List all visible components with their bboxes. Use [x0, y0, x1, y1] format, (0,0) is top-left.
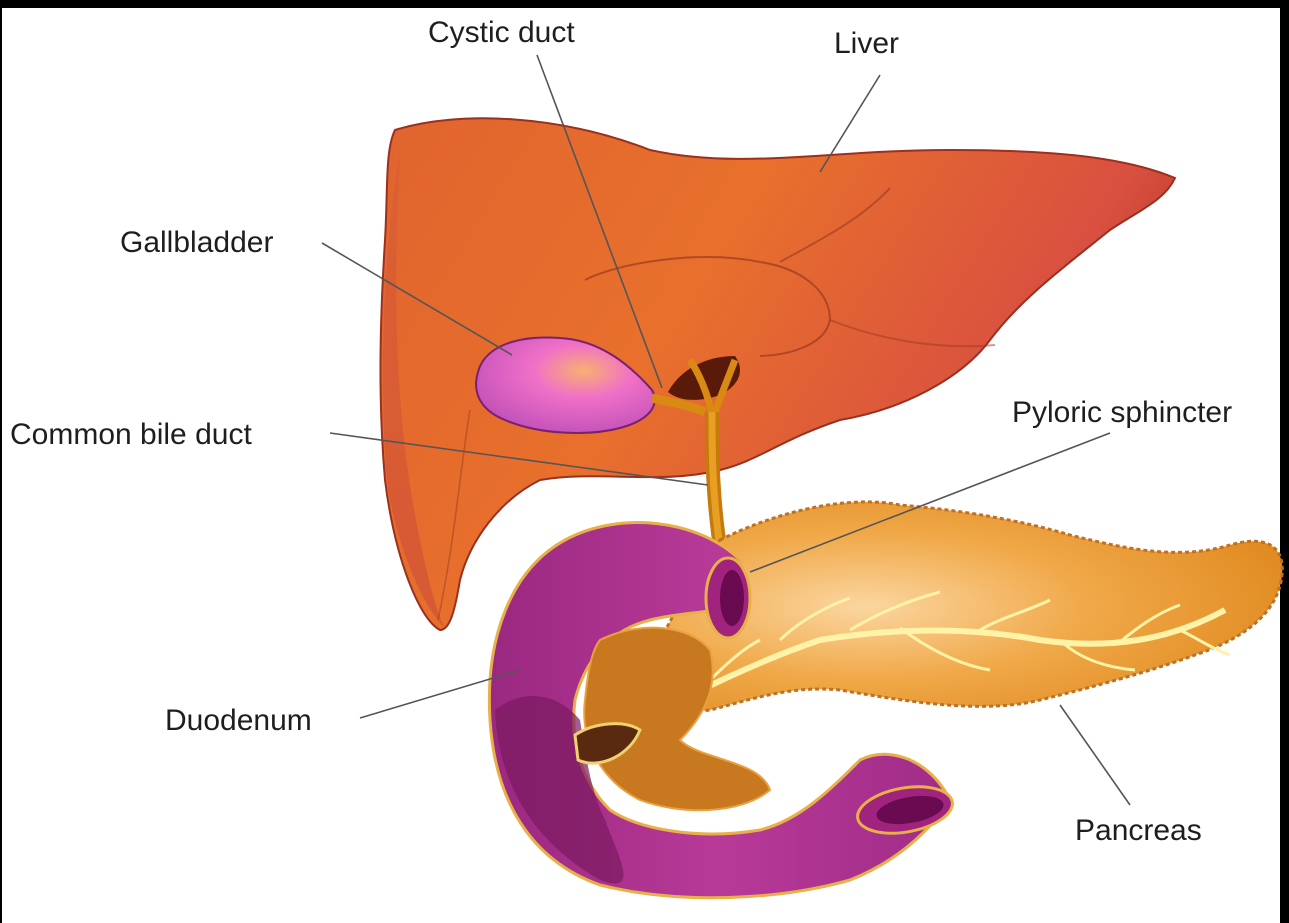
label-pyloric-sphincter: Pyloric sphincter: [1012, 396, 1232, 429]
leader-pancreas: [1060, 705, 1130, 805]
label-pancreas: Pancreas: [1075, 814, 1202, 847]
label-liver: Liver: [834, 27, 899, 60]
label-duodenum: Duodenum: [165, 704, 312, 737]
label-cystic-duct: Cystic duct: [428, 16, 575, 49]
label-common-bile-duct: Common bile duct: [10, 418, 252, 451]
label-gallbladder: Gallbladder: [120, 226, 273, 259]
